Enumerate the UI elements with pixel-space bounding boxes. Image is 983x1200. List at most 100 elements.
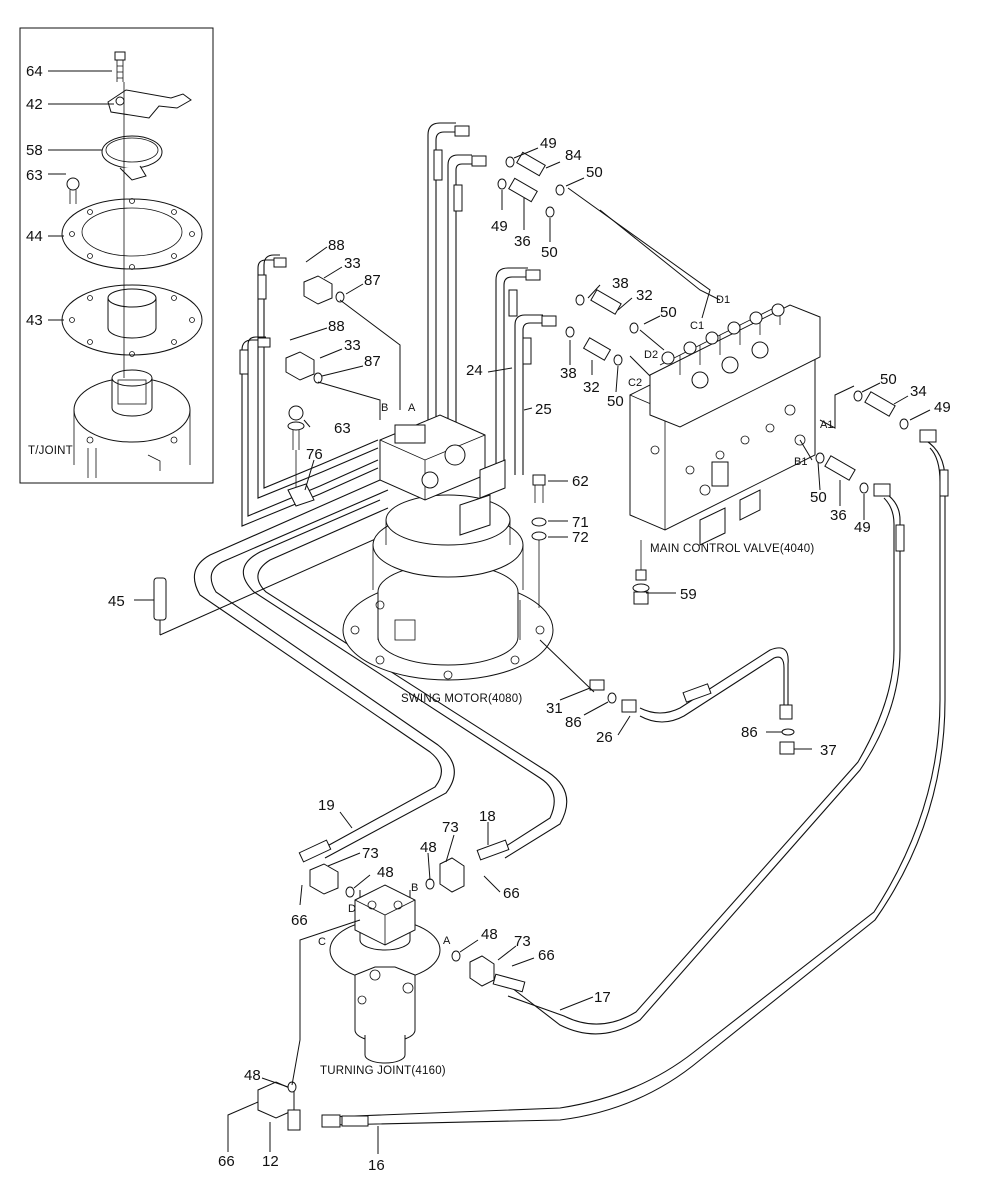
part-number: 50: [607, 393, 624, 410]
part-number: 73: [442, 819, 459, 836]
main-control-valve: [629, 303, 821, 546]
flange-33-upper: [303, 275, 333, 305]
part-number: 73: [362, 845, 379, 862]
part-number: 66: [503, 885, 520, 902]
part-number: 66: [538, 947, 555, 964]
part-number: 73: [514, 933, 531, 950]
part-number: 63: [334, 420, 351, 437]
part-number: 49: [854, 519, 871, 536]
part-number: 66: [291, 912, 308, 929]
fitting-31: [589, 679, 605, 691]
inset-bolt-64: [114, 51, 126, 82]
part-number: 66: [218, 1153, 235, 1170]
part-number: 38: [612, 275, 629, 292]
inset-clamp-58: [101, 135, 163, 181]
clamp-76: [287, 483, 315, 507]
part-number: 50: [810, 489, 827, 506]
part-number: 31: [546, 700, 563, 717]
part-numbers: 49 84 50 49 36 50 88 33 87 38 32 50 88 3…: [108, 135, 951, 1174]
plug-37: [779, 741, 795, 755]
washer-71: [531, 517, 547, 527]
part-number: 17: [594, 989, 611, 1006]
caption-turning-joint: TURNING JOINT(4160): [320, 1065, 446, 1077]
part-number: 59: [680, 586, 697, 603]
inset-border: [19, 27, 214, 484]
flange-73-mid: [439, 857, 465, 893]
part-number: 48: [377, 864, 394, 881]
part-number: 50: [880, 371, 897, 388]
part-number: 36: [514, 233, 531, 250]
part-number: 18: [479, 808, 496, 825]
bolt-62: [532, 474, 546, 486]
part-number: 48: [420, 839, 437, 856]
part-number: 49: [540, 135, 557, 152]
part-number: 88: [328, 318, 345, 335]
part-number: 88: [328, 237, 345, 254]
inset-label-42: 42: [26, 96, 43, 113]
part-number: 86: [565, 714, 582, 731]
hose-fittings: [239, 125, 949, 1128]
part-number: 71: [572, 514, 589, 531]
bolt-63: [288, 405, 304, 421]
port-labels: A B D1 C1 D2 C2 A1 B1 B D C A: [318, 294, 833, 948]
inset-caption: T/JOINT: [28, 445, 73, 457]
part-number: 26: [596, 729, 613, 746]
part-number: 37: [820, 742, 837, 759]
part-number: 34: [910, 383, 927, 400]
pin-45: [153, 577, 167, 621]
part-number: 25: [535, 401, 552, 418]
part-number: 50: [660, 304, 677, 321]
flange-73-right: [469, 955, 495, 987]
part-number: 49: [491, 218, 508, 235]
part-number: 32: [636, 287, 653, 304]
part-number: 48: [481, 926, 498, 943]
inset-label-44: 44: [26, 228, 43, 245]
part-number: 16: [368, 1157, 385, 1174]
inset-bracket-hole: [115, 96, 125, 106]
port-label-C2: C2: [628, 377, 642, 389]
turning-joint: [329, 884, 441, 1064]
caption-swing-motor: SWING MOTOR(4080): [401, 693, 522, 705]
part-number: 45: [108, 593, 125, 610]
part-number: 12: [262, 1153, 279, 1170]
caption-main-control-valve: MAIN CONTROL VALVE(4040): [650, 543, 814, 555]
inset-label-58: 58: [26, 142, 43, 159]
inset-plate-43: [61, 284, 203, 357]
port-label-A1: A1: [820, 419, 833, 431]
part-number: 19: [318, 797, 335, 814]
inset-label-63: 63: [26, 167, 43, 184]
part-number: 62: [572, 473, 589, 490]
o-rings: [287, 156, 909, 1093]
part-number: 36: [830, 507, 847, 524]
inset-panel: 64 42 58 63 44 43 T/JOINT: [19, 27, 214, 484]
part-number: 48: [244, 1067, 261, 1084]
part-number: 50: [541, 244, 558, 261]
inset-gasket-44: [61, 198, 203, 270]
adapter-34: [864, 391, 896, 417]
port-label-C1: C1: [690, 320, 704, 332]
part-number: 33: [344, 337, 361, 354]
part-number: 32: [583, 379, 600, 396]
leader-lines: [134, 147, 931, 1154]
adapter-36-upper: [508, 177, 538, 203]
small-components: [153, 151, 896, 1131]
flange-33-lower: [285, 351, 315, 381]
part-number: 72: [572, 529, 589, 546]
adapter-32-lower: [582, 337, 612, 361]
adapter-36-lower: [824, 455, 856, 481]
part-number: 86: [741, 724, 758, 741]
inset-label-43: 43: [26, 312, 43, 329]
port-label-D1: D1: [716, 294, 730, 306]
part-number: 24: [466, 362, 483, 379]
hose-routes: [159, 122, 946, 1126]
swing-motor: [342, 414, 554, 681]
part-number: 87: [364, 353, 381, 370]
inset-label-64: 64: [26, 63, 43, 80]
port-label-D-joint: D: [348, 903, 356, 915]
washer-72: [531, 531, 547, 541]
part-number: 33: [344, 255, 361, 272]
part-number: 87: [364, 272, 381, 289]
adapter-84: [516, 151, 546, 177]
part-number: 84: [565, 147, 582, 164]
